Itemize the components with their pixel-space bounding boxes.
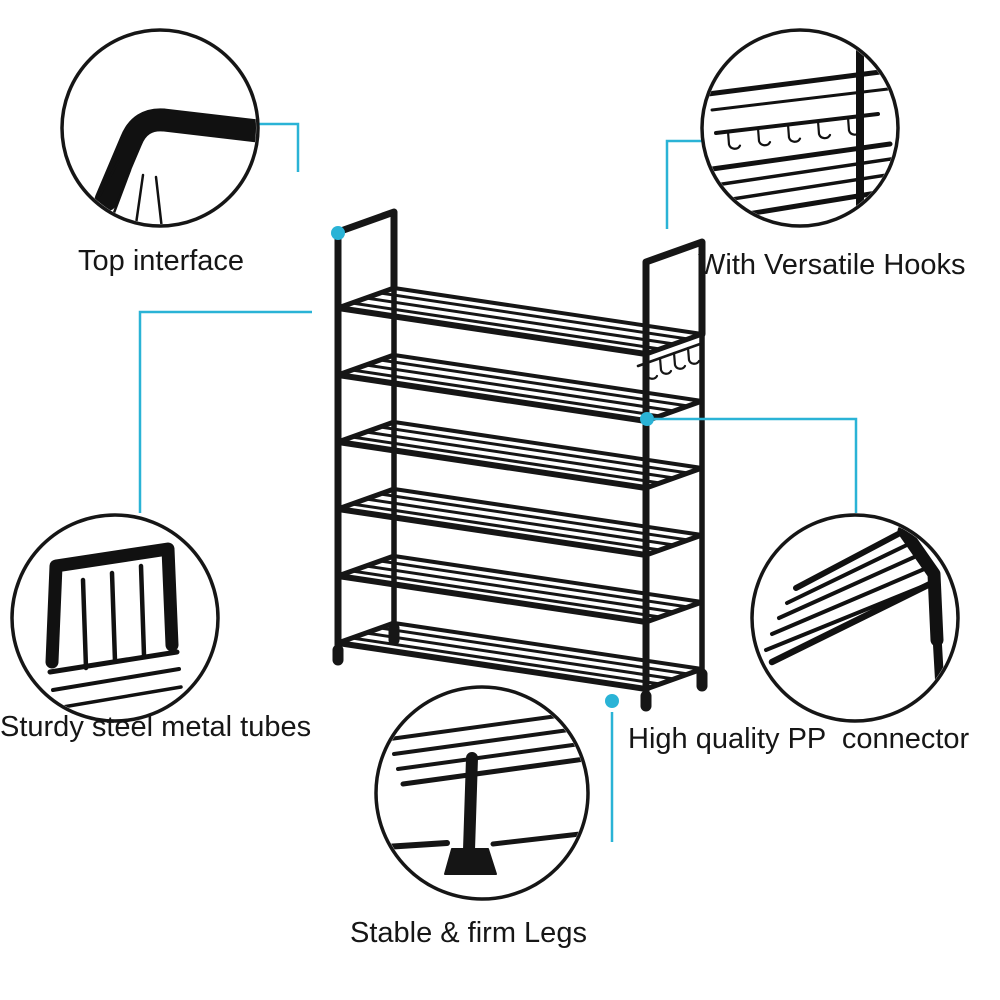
- steel-tubes-detail: [45, 542, 183, 710]
- connector-dots: [331, 226, 654, 708]
- rack-shelves: [335, 285, 705, 692]
- rack-feet: [332, 622, 708, 712]
- label-pp-connector: High quality PP connector: [628, 723, 970, 755]
- shoe-rack: [332, 208, 708, 712]
- rack-handles: [334, 208, 706, 358]
- label-versatile-hooks: With Versatile Hooks: [698, 249, 966, 281]
- callout-circle-versatile-hooks: [700, 28, 900, 228]
- top-interface-detail: [80, 108, 256, 224]
- callout-circles: [10, 28, 960, 901]
- label-firm-legs: Stable & firm Legs: [350, 917, 587, 949]
- rack-hooks: [636, 342, 702, 380]
- dot-firm-legs: [605, 694, 619, 708]
- line-pp-connector: [654, 417, 858, 513]
- line-top-interface: [254, 122, 300, 172]
- label-steel-tubes: Sturdy steel metal tubes: [0, 711, 312, 743]
- hook-glyphs: [726, 116, 862, 150]
- callout-connector-lines: [138, 122, 858, 842]
- dot-top-interface: [331, 226, 345, 240]
- dot-pp-connector: [640, 412, 654, 426]
- line-steel-tubes: [138, 310, 312, 513]
- label-top-interface: Top interface: [78, 245, 245, 277]
- line-versatile-hooks: [665, 139, 702, 229]
- rack-poles: [334, 285, 705, 706]
- firm-legs-detail: [382, 712, 586, 875]
- pp-connector-detail: [764, 524, 946, 711]
